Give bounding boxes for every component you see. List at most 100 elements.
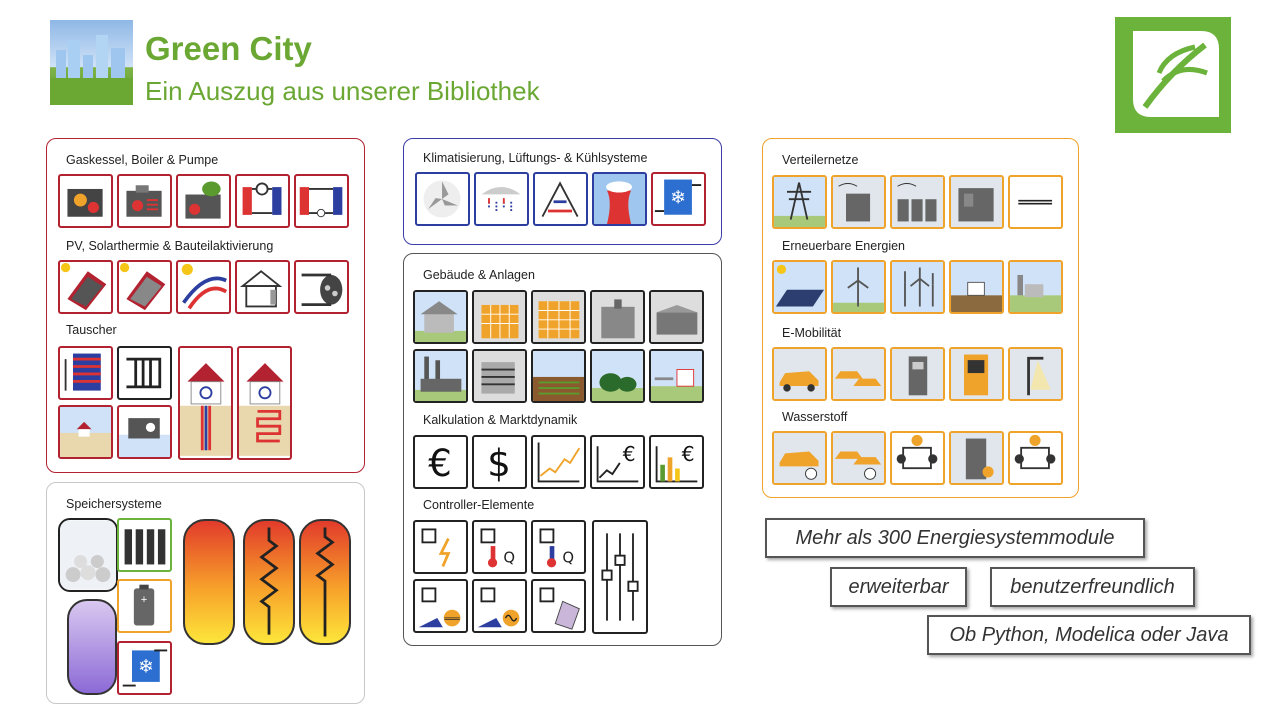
cooling-tower-icon[interactable]: [592, 172, 647, 226]
wind-farm-icon[interactable]: [890, 260, 945, 314]
fast-charger-icon[interactable]: [949, 347, 1004, 401]
wind-turbine-icon[interactable]: [831, 260, 886, 314]
transformer-icon[interactable]: [831, 175, 886, 229]
substation-icon[interactable]: [890, 175, 945, 229]
panel-buildings: Gebäude & Anlagen Kalkulation & Marktdyn…: [403, 253, 722, 646]
tag-userfriendly: benutzerfreundlich: [990, 567, 1195, 607]
section-label-klima: Klimatisierung, Lüftungs- & Kühlsysteme: [423, 151, 648, 165]
dollar-icon[interactable]: $: [472, 435, 527, 489]
leaf-logo: [1115, 17, 1231, 133]
solar-collector-icon[interactable]: [176, 260, 231, 314]
controller-dc-icon[interactable]: ═══: [413, 579, 468, 633]
euro-trend-icon[interactable]: €: [590, 435, 645, 489]
fan-icon[interactable]: [415, 172, 470, 226]
svg-text:❄: ❄: [670, 188, 686, 209]
plate-exchanger-icon[interactable]: [117, 346, 172, 400]
electric-car-icon[interactable]: [772, 347, 827, 401]
ground-collector-icon[interactable]: [237, 346, 292, 460]
hydrogen-station-icon[interactable]: [949, 431, 1004, 485]
power-pole-icon[interactable]: [772, 175, 827, 229]
section-label-erneuerbar: Erneuerbare Energien: [782, 239, 905, 253]
euro-bar-symbol: €: [682, 442, 695, 466]
biogas-plant-icon[interactable]: [590, 349, 645, 403]
office-building-icon[interactable]: [531, 290, 586, 344]
section-label-gas: Gaskessel, Boiler & Pumpe: [66, 153, 219, 167]
car-fleet-icon[interactable]: [831, 347, 886, 401]
green-city-logo: [50, 20, 133, 105]
controller-panel-icon[interactable]: [531, 579, 586, 633]
gas-boiler-icon[interactable]: [58, 174, 113, 228]
field-icon[interactable]: [531, 349, 586, 403]
coil-tank-icon[interactable]: [243, 519, 295, 645]
ground-probe-icon[interactable]: [178, 346, 233, 460]
controller-cooling-icon[interactable]: Q: [531, 520, 586, 574]
factory-icon[interactable]: [413, 349, 468, 403]
page-title: Green City: [145, 30, 312, 67]
panel-grids: Verteilernetze ═══ Erneuerbare Energien …: [762, 138, 1079, 498]
section-label-wasserstoff: Wasserstoff: [782, 410, 848, 424]
chiller-icon[interactable]: ❄: [651, 172, 706, 226]
cold-storage-icon[interactable]: ❄: [117, 641, 172, 695]
parking-garage-icon[interactable]: [472, 349, 527, 403]
apartment-icon[interactable]: [472, 290, 527, 344]
controller-temperature-icon[interactable]: Q: [472, 520, 527, 574]
geothermal-plant-icon[interactable]: [1008, 260, 1063, 314]
dc-line-symbol: ═══: [444, 614, 461, 624]
section-label-tauscher: Tauscher: [66, 323, 117, 337]
city-skyline-icon: [50, 35, 133, 105]
hydrogen-fleet-icon[interactable]: [831, 431, 886, 485]
controller-ac-icon[interactable]: [472, 579, 527, 633]
pipe-icon[interactable]: [294, 260, 349, 314]
pebble-storage-icon[interactable]: [58, 518, 118, 592]
street-lamp-icon[interactable]: [1008, 347, 1063, 401]
battery-icon[interactable]: +: [117, 579, 172, 633]
hydro-plant-icon[interactable]: [949, 260, 1004, 314]
euro-symbol: €: [428, 442, 452, 485]
hydrogen-bottles-icon[interactable]: [117, 518, 172, 572]
building-activation-icon[interactable]: [235, 260, 290, 314]
trend-chart-icon[interactable]: [531, 435, 586, 489]
hydrogen-car-icon[interactable]: [772, 431, 827, 485]
electrolyzer-icon[interactable]: [890, 431, 945, 485]
section-label-speicher: Speichersysteme: [66, 497, 162, 511]
solar-thermal-icon[interactable]: [117, 260, 172, 314]
cooling-circuit-icon[interactable]: [533, 172, 588, 226]
euro-trend-symbol: €: [623, 442, 636, 466]
solar-park-icon[interactable]: [772, 260, 827, 314]
svg-text:Q: Q: [503, 550, 515, 567]
controller-power-icon[interactable]: [413, 520, 468, 574]
pv-panel-icon[interactable]: [58, 260, 113, 314]
svg-text:+: +: [141, 594, 148, 606]
dc-line-icon[interactable]: ═══: [1008, 175, 1063, 229]
buffer-tank-icon[interactable]: [183, 519, 235, 645]
panel-heating: Gaskessel, Boiler & Pumpe PV, Solartherm…: [46, 138, 365, 473]
industrial-building-icon[interactable]: [590, 290, 645, 344]
dollar-symbol: $: [487, 442, 511, 485]
leaf-icon: [1133, 31, 1219, 117]
section-label-gebaeude: Gebäude & Anlagen: [423, 268, 535, 282]
boiler-heater-icon[interactable]: [117, 174, 172, 228]
hall-building-icon[interactable]: [649, 290, 704, 344]
heat-pump-icon[interactable]: [235, 174, 290, 228]
euro-bar-chart-icon[interactable]: €: [649, 435, 704, 489]
water-heat-pump-icon[interactable]: [117, 405, 172, 459]
double-coil-tank-icon[interactable]: [299, 519, 351, 645]
euro-icon[interactable]: €: [413, 435, 468, 489]
svg-text:❄: ❄: [138, 657, 154, 678]
dc-line-label: ═══: [1017, 192, 1052, 213]
fuel-cell-icon[interactable]: [1008, 431, 1063, 485]
pipeline-station-icon[interactable]: [649, 349, 704, 403]
pump-circuit-icon[interactable]: [294, 174, 349, 228]
slider-controls-icon[interactable]: [592, 520, 648, 634]
house-icon[interactable]: [413, 290, 468, 344]
ground-house-icon[interactable]: [58, 405, 113, 459]
thermal-tank-icon[interactable]: [67, 599, 117, 695]
ventilation-icon[interactable]: [474, 172, 529, 226]
gas-engine-icon[interactable]: [176, 174, 231, 228]
grid-station-icon[interactable]: [949, 175, 1004, 229]
section-label-netze: Verteilernetze: [782, 153, 859, 167]
charging-station-icon[interactable]: [890, 347, 945, 401]
section-label-emob: E-Mobilität: [782, 326, 842, 340]
heat-exchanger-coil-icon[interactable]: [58, 346, 113, 400]
section-label-controller: Controller-Elemente: [423, 498, 535, 512]
